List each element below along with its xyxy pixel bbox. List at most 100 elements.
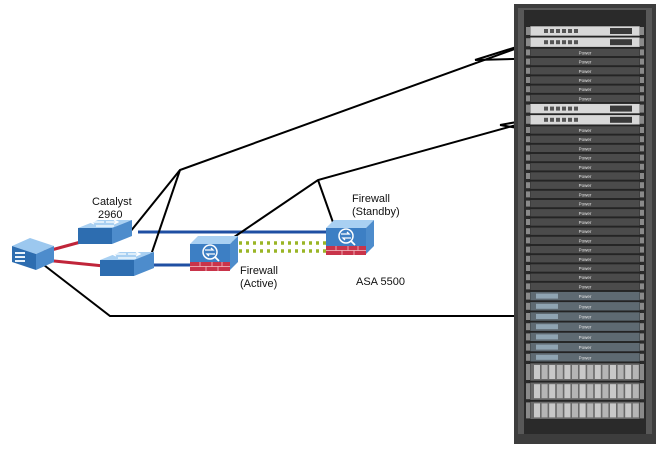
rack-unit-ear	[640, 86, 644, 93]
rack-unit-ear	[640, 127, 644, 133]
drive-bay	[625, 384, 632, 399]
fw-active-label-line1: Firewall	[240, 265, 278, 277]
rack-unit-label: Power	[579, 69, 592, 74]
drive-bay	[632, 365, 639, 379]
rack-unit-label: Power	[579, 304, 592, 309]
port-block	[610, 28, 632, 34]
catalyst-label-line1: Catalyst	[92, 196, 132, 208]
port	[574, 117, 578, 122]
port	[544, 29, 548, 33]
rack-unit-ear	[526, 209, 530, 216]
port	[568, 117, 572, 122]
rack-unit-ear	[640, 402, 644, 419]
rack-unit-ear	[526, 127, 530, 133]
rack-unit-label: Power	[579, 137, 592, 142]
drive-bay	[587, 403, 594, 418]
switch-icon[interactable]	[78, 219, 132, 244]
drive-bay	[556, 403, 563, 418]
rack-unit-label: Power	[579, 229, 592, 234]
port-block	[610, 105, 632, 112]
rack-unit-ear	[526, 27, 530, 35]
rack-unit-ear	[526, 364, 530, 380]
rack-unit-ear	[526, 292, 530, 300]
drive-bay	[617, 384, 624, 399]
port	[544, 40, 548, 45]
port	[568, 29, 572, 33]
port	[550, 117, 554, 122]
rack-unit-label: Power	[579, 50, 592, 55]
rack-unit-ear	[640, 364, 644, 380]
server-bezel	[536, 314, 558, 319]
mapping-arrows	[39, 36, 553, 320]
port	[550, 40, 554, 45]
drive-bay	[594, 403, 601, 418]
rack-unit-ear	[640, 173, 644, 179]
rack-unit-ear	[526, 302, 530, 310]
rack-unit-label: Power	[579, 96, 592, 101]
rack-units: PowerPowerPowerPowerPowerPowerPowerPower…	[526, 25, 644, 420]
rack-unit-ear	[526, 95, 530, 102]
port	[550, 106, 554, 111]
drive-bay	[534, 403, 540, 418]
rack-unit-ear	[526, 323, 530, 331]
port	[574, 29, 578, 33]
rack-unit-ear	[526, 163, 530, 170]
rack-unit-ear	[526, 200, 530, 207]
rack-unit-label: Power	[579, 78, 592, 83]
drive-bay	[625, 365, 632, 379]
fw-standby-label-line2: (Standby)	[352, 206, 400, 218]
rack-unit-ear	[640, 77, 644, 83]
server-bezel	[536, 334, 558, 340]
drive-bay	[549, 365, 556, 379]
rack-unit-ear	[640, 67, 644, 74]
fw-active-label: Firewall (Active)	[240, 265, 278, 291]
rack-unit-ear	[526, 333, 530, 341]
drive-bay	[549, 384, 556, 399]
rack-unit-ear	[526, 58, 530, 65]
drive-bay	[572, 384, 578, 399]
rack-unit-ear	[640, 228, 644, 235]
port-block	[610, 116, 632, 123]
drive-bay	[579, 384, 586, 399]
rack-unit-ear	[526, 313, 530, 320]
rack-unit-ear	[640, 191, 644, 198]
rack-unit-ear	[526, 173, 530, 179]
catalyst-label: Catalyst 2960	[92, 196, 132, 222]
rack-unit-ear	[640, 182, 644, 189]
rack-unit-ear	[526, 237, 530, 244]
port	[556, 40, 560, 45]
rack-unit-ear	[640, 383, 644, 400]
switch-icon[interactable]	[100, 251, 154, 276]
drive-bay	[602, 384, 609, 399]
rack-unit-label: Power	[579, 355, 592, 360]
rack-unit-ear	[640, 302, 644, 310]
rack-unit-ear	[526, 265, 530, 271]
port	[574, 106, 578, 111]
rack-unit-ear	[640, 274, 644, 281]
port	[568, 40, 572, 45]
rack-unit-label: Power	[579, 266, 592, 271]
rack-unit-ear	[640, 246, 644, 253]
rack-unit-ear	[640, 27, 644, 35]
rack-unit-ear	[526, 191, 530, 198]
firewall-icon[interactable]	[326, 220, 374, 255]
rack-unit-label: Power	[579, 211, 592, 216]
firewall-icon[interactable]	[190, 236, 238, 271]
port	[556, 117, 560, 122]
fw-standby-label: Firewall (Standby)	[352, 193, 400, 219]
rack-unit-ear	[526, 383, 530, 400]
router-icon[interactable]	[12, 238, 54, 270]
port	[562, 40, 566, 45]
rack-unit-ear	[640, 49, 644, 56]
rack-unit-ear	[640, 104, 644, 113]
server-rack-icon[interactable]: PowerPowerPowerPowerPowerPowerPowerPower…	[514, 4, 656, 444]
rack-unit-ear	[640, 323, 644, 331]
rack-unit-ear	[526, 182, 530, 189]
rack-unit-label: Power	[579, 335, 592, 340]
rack-unit-ear	[640, 283, 644, 290]
rack-unit-label: Power	[579, 156, 592, 161]
server-bezel	[536, 354, 558, 360]
drive-bay	[541, 403, 548, 418]
asa-model-label: ASA 5500	[356, 276, 405, 288]
